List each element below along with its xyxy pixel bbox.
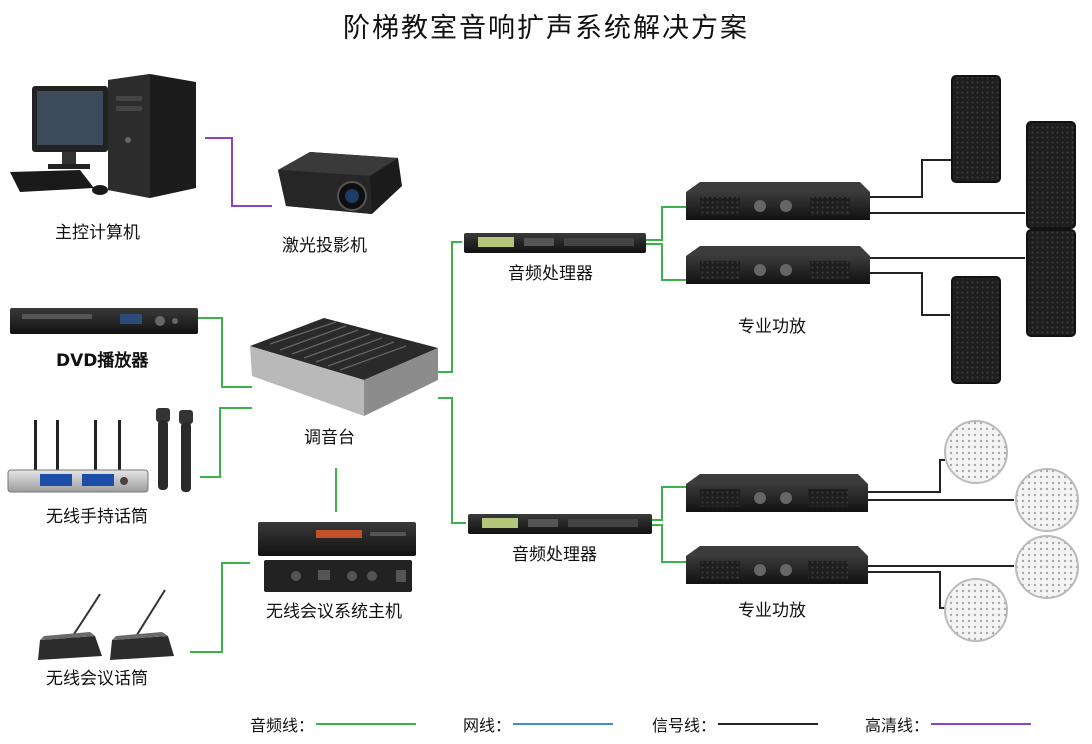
cable-dvd-mixer [198,317,252,388]
speaker-cables [868,159,1025,609]
audio-cables [190,206,686,653]
legend-signal: 信号线： [652,712,819,736]
handheld-mic-icon [156,408,193,492]
amplifier-icon [686,246,870,284]
wireless-receiver-icon [7,420,149,493]
legend-label: 音频线： [250,716,315,735]
legend-network: 网线： [463,712,614,736]
hd-cables [205,137,272,207]
label-processor-bottom: 音频处理器 [512,545,597,565]
conference-mic-icon [38,589,174,660]
label-processor-top: 音频处理器 [508,264,593,284]
ceiling-speaker-icon [1015,535,1079,599]
label-handheld-mic: 无线手持话筒 [46,507,148,527]
cable-pc-projector [205,137,272,207]
cable-confmic-host [190,562,250,653]
label-projector: 激光投影机 [282,236,367,256]
cable-proc-amp-1 [646,206,686,241]
diagram-title: 阶梯教室音响扩声系统解决方案 [343,13,749,44]
audio-processor-bottom-icon [468,514,652,534]
cable-proc-amp-2 [646,243,686,281]
dvd-player-icon [10,308,198,334]
amplifier-icon [686,474,868,512]
column-speaker-icon [951,75,1001,183]
cable-proc-amp-4 [652,524,686,563]
conference-host-icon [258,522,416,592]
label-dvd: DVD播放器 [56,351,149,371]
label-pc: 主控计算机 [55,223,140,243]
cable-mixer-proc-top [438,241,462,373]
legend-label: 高清线： [865,716,930,735]
legend-label: 网线： [463,716,512,735]
column-speaker-icon [1026,229,1076,337]
pc-icon [10,74,196,198]
label-conference-mic: 无线会议话筒 [46,669,148,689]
amplifier-icon [686,182,870,220]
ceiling-speaker-icon [944,420,1008,484]
audio-processor-top-icon [464,233,646,253]
amplifier-icon [686,546,868,584]
legend-swatch-network [513,723,614,725]
projector-icon [278,152,402,214]
legend-label: 信号线： [652,716,717,735]
mixer-icon [250,318,438,416]
label-mixer: 调音台 [304,428,355,448]
column-speaker-icon [951,276,1001,384]
legend-swatch-signal [718,723,819,725]
column-speaker-icon [1026,121,1076,229]
label-conference-host: 无线会议系统主机 [266,602,402,622]
ceiling-speaker-icon [1015,468,1079,532]
cable-proc-amp-3 [652,486,686,521]
label-amp-top: 专业功放 [738,317,806,337]
label-amp-bottom: 专业功放 [738,601,806,621]
legend-audio: 音频线： [250,712,417,736]
cable-mic-mixer [200,407,252,478]
legend-swatch-hd [931,723,1032,725]
legend-swatch-audio [316,723,417,725]
ceiling-speaker-icon [944,578,1008,642]
legend-hd: 高清线： [865,712,1032,736]
cable-mixer-proc-bottom [438,397,466,524]
